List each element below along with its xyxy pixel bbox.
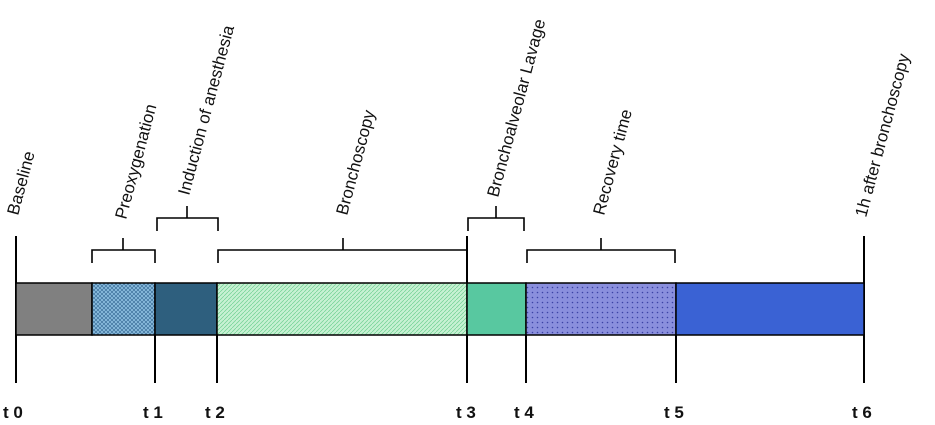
- phase-label-after: 1h after bronchoscopy: [852, 51, 914, 219]
- phase-label-bal: Bronchoalveolar Lavage: [484, 17, 550, 199]
- timepoint-label-t0: t 0: [3, 403, 23, 422]
- segment-baseline: [15, 282, 93, 336]
- segment-after: [675, 282, 865, 336]
- timepoint-label-t4: t 4: [514, 403, 534, 422]
- phase-label-baseline: Baseline: [4, 149, 39, 217]
- phase-braces: [91, 206, 676, 263]
- segment-bronchoscopy: [216, 282, 468, 336]
- timepoint-labels: t 0 t 1 t 2 t 3 t 4 t 5 t 6: [3, 403, 872, 422]
- timepoint-label-t3: t 3: [456, 403, 476, 422]
- segment-bal: [466, 282, 527, 336]
- timepoint-label-t6: t 6: [852, 403, 872, 422]
- timepoint-label-t5: t 5: [664, 403, 684, 422]
- timepoint-label-t2: t 2: [205, 403, 225, 422]
- phase-label-bronchoscopy: Bronchoscopy: [333, 108, 379, 217]
- phase-label-induction: Induction of anesthesia: [175, 23, 239, 197]
- brace-recovery: [526, 238, 676, 263]
- timepoint-label-t1: t 1: [143, 403, 163, 422]
- brace-bal: [467, 206, 525, 231]
- segment-preoxygenation: [91, 282, 156, 336]
- phase-labels: Baseline Preoxygenation Induction of ane…: [4, 17, 914, 221]
- brace-preoxygenation: [91, 238, 156, 263]
- phase-label-preoxygenation: Preoxygenation: [112, 102, 161, 221]
- phase-label-recovery: Recovery time: [590, 107, 636, 217]
- brace-bronchoscopy: [217, 238, 468, 263]
- brace-induction: [156, 206, 219, 231]
- timeline-bar: [15, 282, 865, 336]
- segment-induction: [154, 282, 218, 336]
- segment-recovery: [525, 282, 677, 336]
